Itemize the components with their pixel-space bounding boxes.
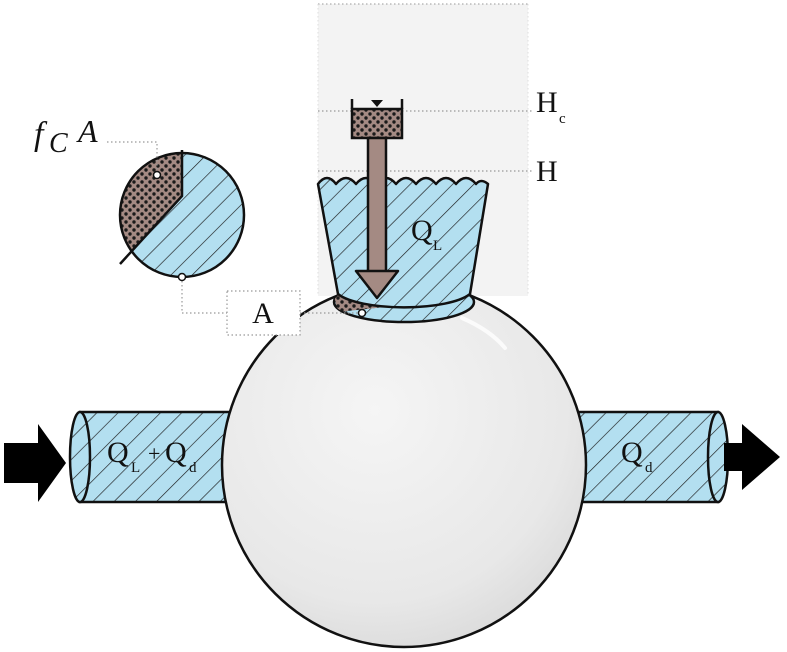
disc-point-marker <box>177 272 187 282</box>
level-marker-triangle <box>371 100 383 107</box>
sediment-container <box>350 107 404 140</box>
a-leader-line-left <box>181 277 227 314</box>
ql-label: Q <box>411 214 433 247</box>
area-label-box <box>226 290 301 336</box>
hc-label: H <box>536 86 558 119</box>
inlet-q-d-sub: d <box>189 460 197 476</box>
fca-leader-line <box>107 141 158 174</box>
fraction-boundary <box>119 150 184 265</box>
outlet-arrow <box>724 424 780 490</box>
h-label: H <box>536 155 558 188</box>
outlet-q-d-sub: d <box>645 460 653 476</box>
fca-label-a: A <box>76 113 98 149</box>
inlet-q-l: Q <box>107 436 129 469</box>
sediment-flux-arrowhead <box>354 269 400 300</box>
sphere-highlight <box>460 316 507 350</box>
ql-label-sub: L <box>433 238 442 254</box>
inlet-arrow <box>4 424 66 502</box>
inlet-plus: + <box>148 441 160 466</box>
fca-label-c: C <box>49 128 68 159</box>
area-point-marker <box>357 308 367 318</box>
outlet-q-d: Q <box>621 436 643 469</box>
inlet-q-d: Q <box>165 436 187 469</box>
sediment-flux-arrow-shaft <box>366 136 388 274</box>
inlet-pipe <box>78 410 242 504</box>
inlet-pipe-end <box>68 410 92 504</box>
water-body <box>316 176 490 309</box>
inlet-q-l-sub: L <box>131 460 140 476</box>
fca-point-marker <box>152 170 162 180</box>
hc-label-sub: c <box>559 111 566 127</box>
fca-label-f: f <box>34 116 48 153</box>
sphere-control-volume <box>220 281 588 649</box>
area-label: A <box>252 297 274 330</box>
